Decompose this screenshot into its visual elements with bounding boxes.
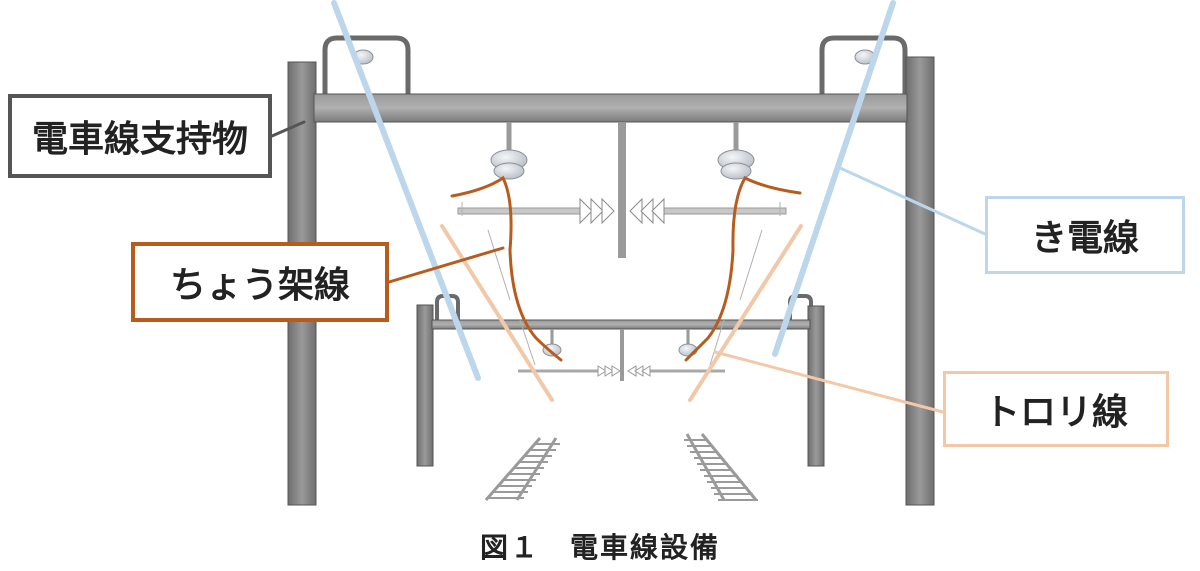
rear-beam [431,319,811,330]
feeder-wires [331,0,896,381]
front-steady-arm-right [663,207,787,215]
label-feeder-wire: き電線 [985,196,1185,274]
feeder-wire-left [331,0,481,381]
rear-arm-insulator [597,365,651,377]
front-arm-insulator [579,197,665,225]
leader-lines [270,120,987,414]
rail-track-left [484,437,560,501]
front-left-insulator [490,149,528,180]
trolley-wires [440,224,803,402]
label-trolley-wire: トロリ線 [943,371,1169,447]
rear-support-structure [416,294,825,467]
label-messenger-wire: ちょう架線 [131,242,389,322]
messenger-wire-right [684,176,802,362]
front-center-hanger [618,122,626,258]
leader-support [270,120,306,138]
front-right-insulator [717,149,755,180]
leader-trolley [713,350,945,414]
rear-center-hanger [620,329,624,381]
leader-messenger [387,246,505,284]
figure-caption: 図１ 電車線設備 [479,531,720,564]
front-right-post [905,56,935,506]
front-left-hook [322,35,411,95]
front-steady-arm-left [457,207,581,215]
leader-feeder [838,166,987,236]
trolley-wire-right [688,224,803,402]
rear-right-post [807,305,825,467]
rear-left-post [416,304,434,467]
trolley-wire-left [440,224,554,402]
messenger-wire-left [450,175,563,362]
label-overhead-support: 電車線支持物 [8,94,272,178]
rail-track-right [684,433,758,501]
droppers [461,202,781,366]
messenger-wires [450,175,802,362]
feeder-wire-right [772,0,896,357]
front-right-hook [819,35,908,95]
front-beam [313,93,908,123]
